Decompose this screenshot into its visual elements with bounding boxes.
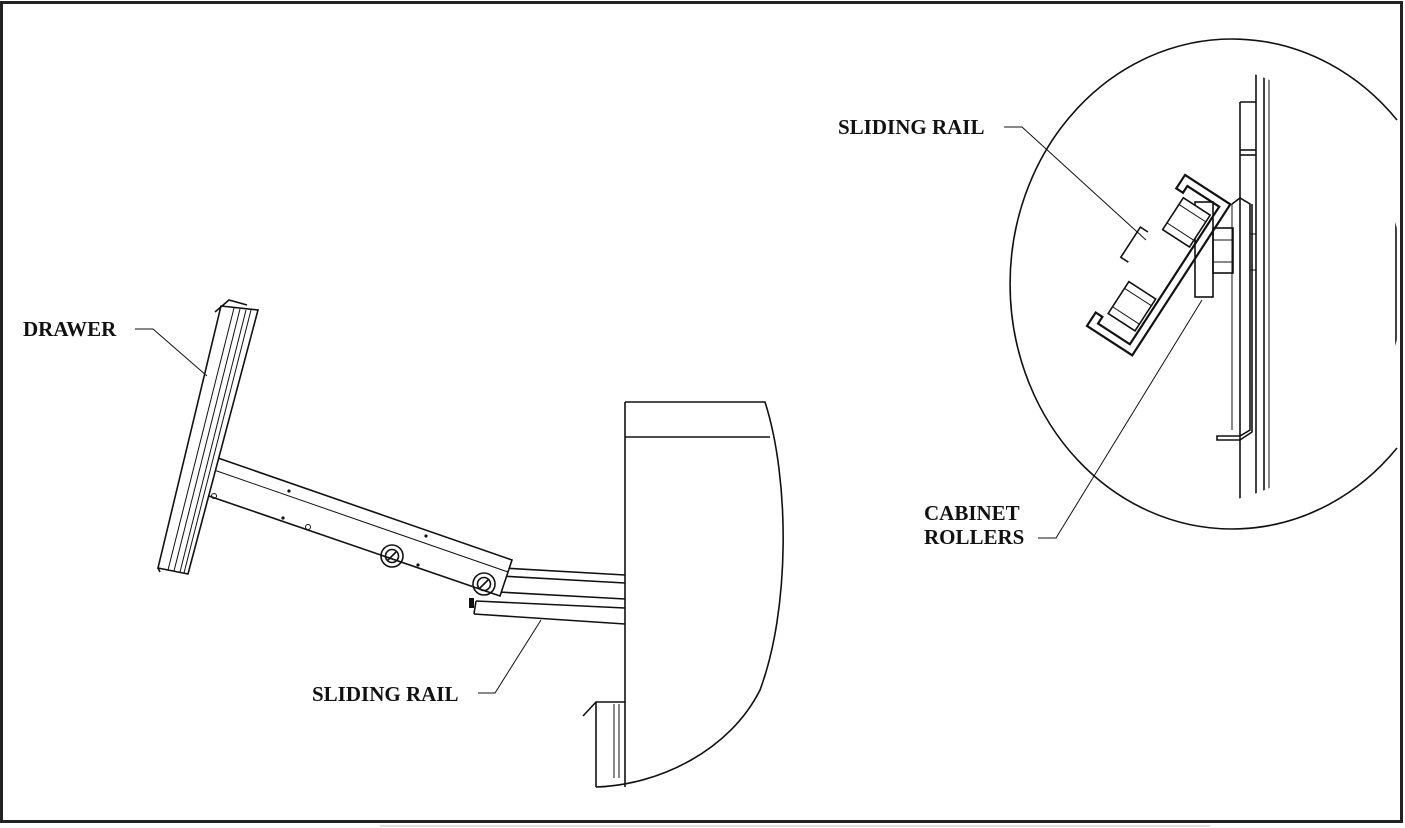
rail-profile	[1085, 173, 1232, 357]
leader-drawer	[135, 328, 208, 377]
detail-circle	[1009, 38, 1398, 530]
detail-view	[1004, 38, 1398, 539]
main-view	[135, 299, 784, 788]
cabinet-section	[582, 401, 784, 788]
label-rollers: ROLLERS	[924, 525, 1024, 549]
label-drawer: DRAWER	[23, 317, 117, 341]
leader-cabinet-rollers	[1038, 299, 1203, 539]
label-sliding-rail-main: SLIDING RAIL	[312, 682, 458, 706]
leader-sliding-rail-main	[478, 619, 542, 694]
bolt	[380, 544, 404, 568]
label-cabinet: CABINET	[924, 501, 1020, 525]
bolt	[472, 572, 496, 596]
leader-sliding-rail-detail	[1004, 126, 1147, 241]
drawer-slide-arm	[204, 456, 514, 598]
drawer-front	[157, 299, 260, 575]
label-sliding-rail-detail: SLIDING RAIL	[838, 115, 984, 139]
